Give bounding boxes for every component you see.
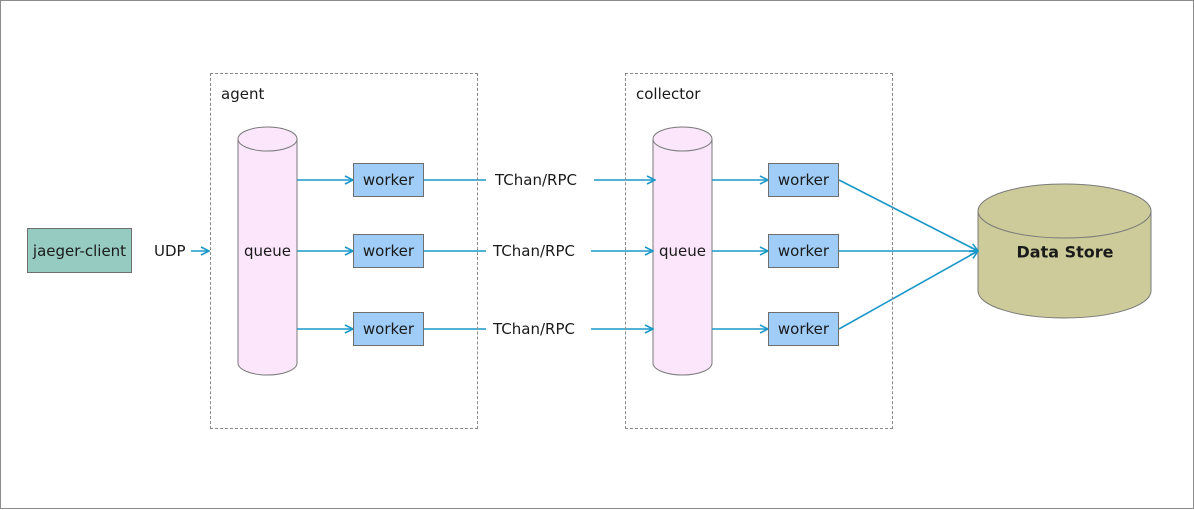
- collector-group: collector: [625, 73, 893, 429]
- collector-worker-2-label: worker: [777, 242, 830, 260]
- agent-group: agent: [210, 73, 478, 429]
- agent-worker-2: worker: [353, 234, 424, 268]
- data-store-cylinder: [977, 183, 1152, 319]
- agent-queue-cylinder: [237, 126, 298, 376]
- agent-worker-1-label: worker: [362, 171, 415, 189]
- agent-worker-3-label: worker: [362, 320, 415, 338]
- udp-label: UDP: [154, 242, 186, 260]
- worker-1-to-store-arrow: [838, 179, 978, 251]
- transport-label-3: TChan/RPC: [493, 320, 575, 338]
- agent-worker-1: worker: [353, 163, 424, 197]
- collector-worker-3: worker: [768, 312, 839, 346]
- agent-worker-2-label: worker: [362, 242, 415, 260]
- collector-queue-label: queue: [659, 242, 706, 260]
- collector-worker-1: worker: [768, 163, 839, 197]
- jaeger-client-label: jaeger-client: [32, 241, 127, 260]
- transport-label-2: TChan/RPC: [493, 242, 575, 260]
- agent-title: agent: [221, 85, 265, 103]
- collector-worker-2: worker: [768, 234, 839, 268]
- collector-worker-1-label: worker: [777, 171, 830, 189]
- collector-title: collector: [636, 85, 701, 103]
- data-store-label: Data Store: [1016, 242, 1114, 262]
- agent-queue-label: queue: [244, 242, 291, 260]
- agent-worker-3: worker: [353, 312, 424, 346]
- transport-label-1: TChan/RPC: [495, 171, 577, 189]
- jaeger-client-box: jaeger-client: [27, 228, 132, 273]
- collector-worker-3-label: worker: [777, 320, 830, 338]
- collector-queue-cylinder: [652, 126, 713, 376]
- worker-3-to-store-arrow: [838, 251, 978, 330]
